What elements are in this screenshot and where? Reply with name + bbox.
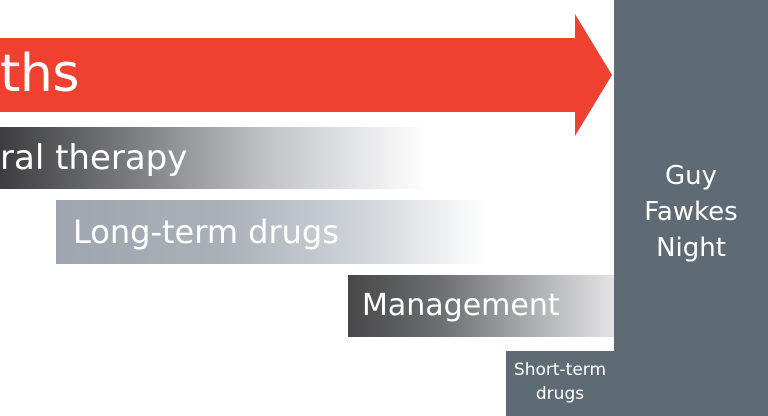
- guy-fawkes-line-3: Night: [656, 233, 726, 263]
- guy-fawkes-panel: [614, 0, 768, 416]
- short-term-line-2: drugs: [535, 384, 585, 404]
- strip-management: Management: [348, 275, 614, 337]
- strip-long-term-drugs: Long-term drugs: [56, 200, 506, 264]
- short-term-line-1: Short-term: [513, 360, 607, 380]
- red-arrow-shape: [0, 14, 612, 136]
- strip-behavioral-therapy: ral therapy: [0, 127, 450, 189]
- short-term-drugs-box: Short-term drugs: [506, 351, 614, 416]
- guy-fawkes-line-2: Fawkes: [644, 197, 738, 227]
- guy-fawkes-line-1: Guy: [664, 161, 717, 191]
- arrow-label: ths: [0, 44, 79, 104]
- guy-fawkes-label: Guy Fawkes Night: [614, 158, 768, 266]
